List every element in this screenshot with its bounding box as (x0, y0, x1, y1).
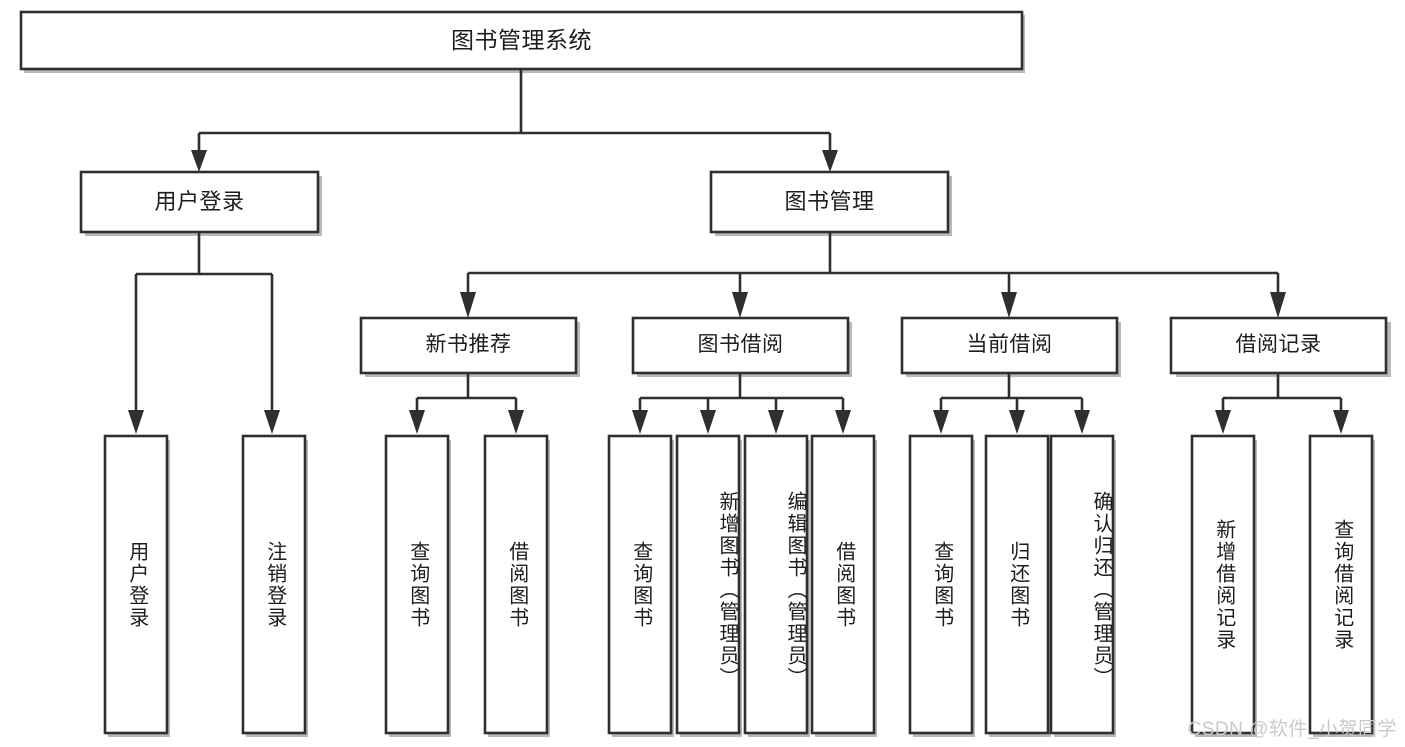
leaf-user-login[interactable] (103, 434, 169, 735)
node-user-login[interactable] (79, 170, 320, 234)
leaf-confirm-return-admin[interactable] (1049, 434, 1115, 735)
box-layer (19, 10, 1388, 735)
watermark-text: CSDN @软件_小贺同学 (1187, 719, 1397, 740)
leaf-query-book-current[interactable] (908, 434, 974, 735)
leaf-query-borrow-record[interactable] (1308, 434, 1374, 735)
leaf-logout[interactable] (241, 434, 307, 735)
node-current-borrow[interactable] (900, 316, 1119, 375)
node-new-book-recommend[interactable] (359, 316, 578, 375)
leaf-add-book-admin[interactable] (675, 434, 741, 735)
leaf-query-book-borrow[interactable] (607, 434, 673, 735)
leaf-return-book[interactable] (984, 434, 1050, 735)
node-root[interactable] (19, 10, 1024, 71)
connector-layer (128, 69, 1349, 434)
leaf-add-borrow-record[interactable] (1190, 434, 1256, 735)
node-borrow-record[interactable] (1169, 316, 1388, 375)
leaf-borrow-book-rec[interactable] (483, 434, 549, 735)
node-book-management[interactable] (709, 170, 950, 234)
node-book-borrow[interactable] (631, 316, 850, 375)
leaf-edit-book-admin[interactable] (743, 434, 809, 735)
leaf-query-book-rec[interactable] (384, 434, 450, 735)
leaf-borrow-book[interactable] (810, 434, 876, 735)
